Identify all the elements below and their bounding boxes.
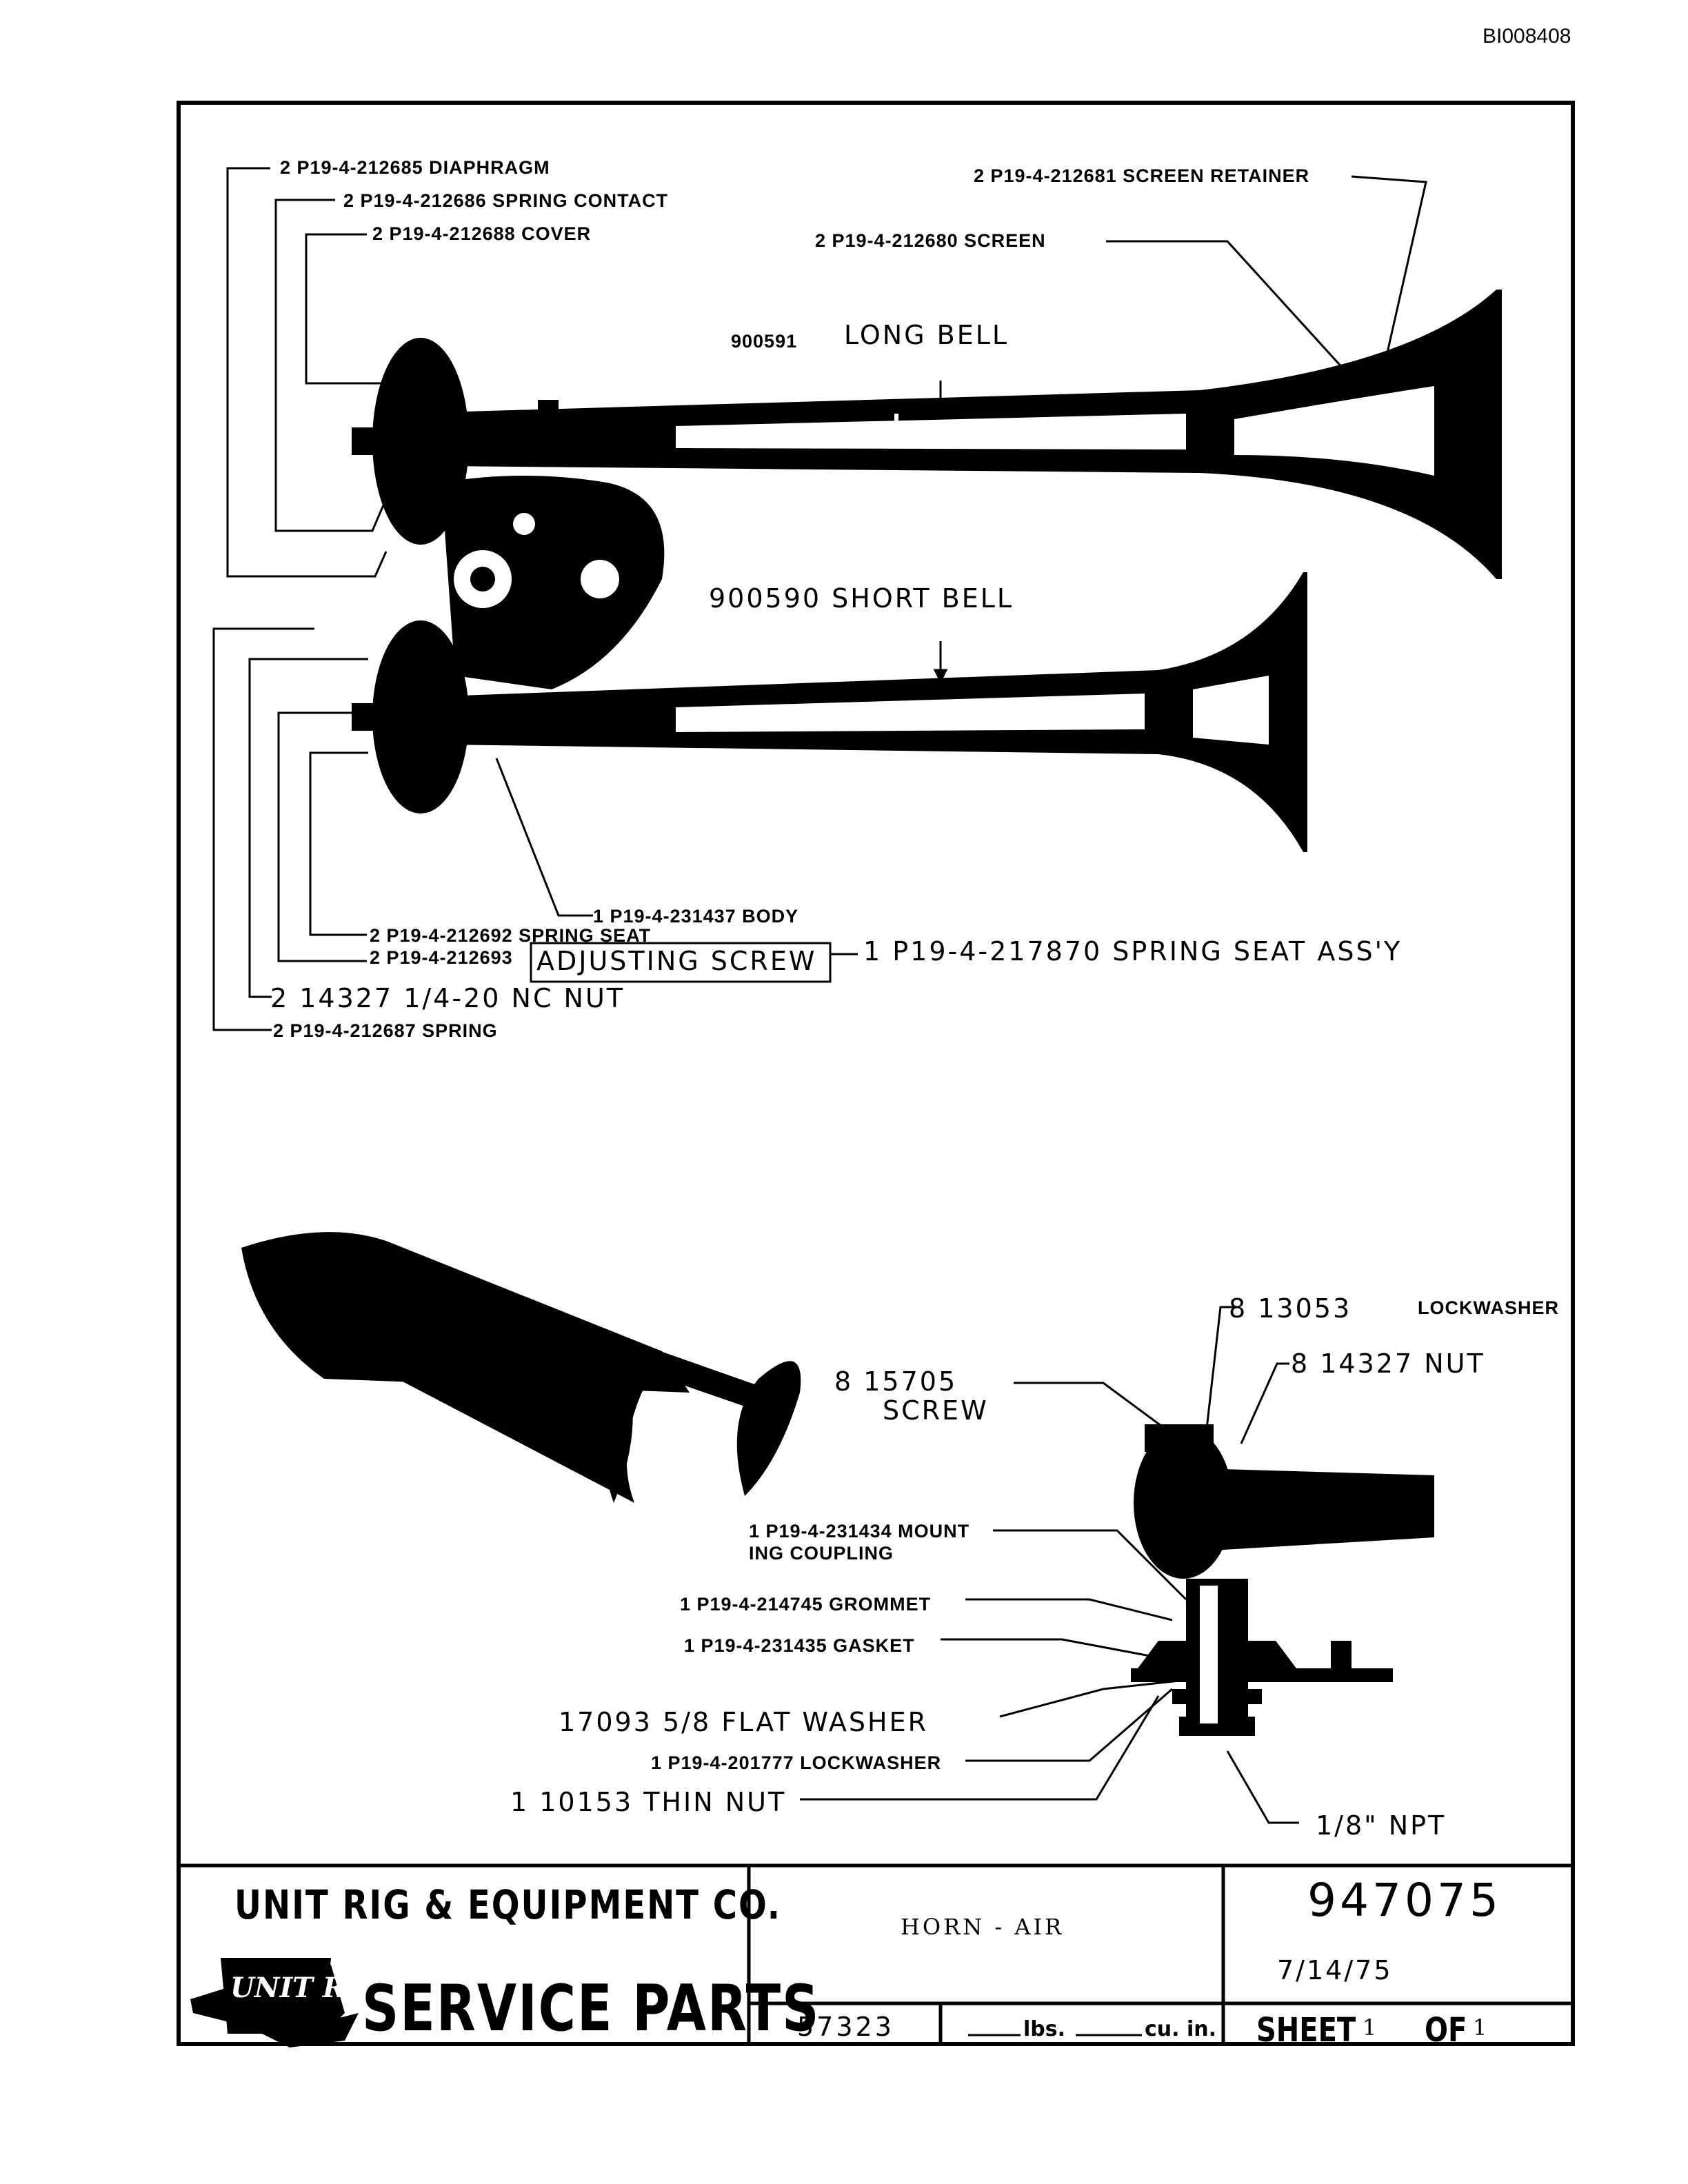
- title-block-lines: [177, 1863, 1575, 2046]
- leader-lines: [212, 167, 1427, 1031]
- callout-lockwasher-2: 1 P19-4-201777 LOCKWASHER: [651, 1752, 942, 1773]
- service-parts-title: SERVICE PARTS: [362, 1972, 821, 2046]
- callout-adjusting-screw: ADJUSTING SCREW: [536, 946, 817, 976]
- callout-screw-number: 8 15705: [834, 1366, 958, 1397]
- callout-nc-nut: 2 14327 1/4-20 NC NUT: [270, 983, 625, 1013]
- callout-grommet: 1 P19-4-214745 GROMMET: [680, 1594, 932, 1615]
- mounting-leaders: [800, 1306, 1299, 1824]
- callout-screen-retainer: 2 P19-4-212681 SCREEN RETAINER: [974, 165, 1310, 186]
- callout-short-bell: 900590 SHORT BELL: [709, 583, 1014, 614]
- lbs-label: lbs.: [1023, 2017, 1066, 2041]
- callout-nut: 8 14327 NUT: [1291, 1348, 1485, 1379]
- callout-mounting-coupling-line2: ING COUPLING: [749, 1543, 894, 1564]
- callout-adjusting-screw-number: 2 P19-4-212693: [370, 947, 513, 968]
- short-bell: [441, 572, 1307, 852]
- drawing-date: 7/14/75: [1277, 1955, 1393, 1985]
- callout-long-bell: LONG BELL: [844, 320, 1009, 350]
- callout-cover: 2 P19-4-212688 COVER: [372, 223, 592, 244]
- callout-lockwasher: LOCKWASHER: [1418, 1297, 1559, 1318]
- callout-spring: 2 P19-4-212687 SPRING: [273, 1020, 498, 1041]
- callout-thin-nut: 1 10153 THIN NUT: [510, 1787, 787, 1817]
- callout-screw: SCREW: [883, 1395, 989, 1426]
- perspective-horn: [241, 1232, 801, 1503]
- document-id: BI008408: [1483, 25, 1571, 48]
- callout-flat-washer: 17093 5/8 FLAT WASHER: [559, 1707, 929, 1737]
- sheet-label: SHEET: [1256, 2012, 1356, 2050]
- drawing-number: 947075: [1307, 1874, 1502, 1927]
- cu-in-label: cu. in.: [1145, 2017, 1217, 2041]
- logo-text: UNIT RIG: [230, 1972, 382, 2004]
- callout-screen: 2 P19-4-212680 SCREEN: [815, 230, 1046, 251]
- callout-npt: 1/8" NPT: [1316, 1810, 1447, 1841]
- callout-body: 1 P19-4-231437 BODY: [593, 906, 799, 927]
- long-bell: [441, 290, 1502, 579]
- callout-diaphragm: 2 P19-4-212685 DIAPHRAGM: [280, 157, 550, 178]
- sheet-total: 1: [1473, 2014, 1487, 2041]
- company-name: UNIT RIG & EQUIPMENT CO.: [234, 1882, 781, 1929]
- callout-lockwasher-number: 8 13053: [1229, 1293, 1352, 1324]
- unit-rig-logo: [190, 1958, 359, 2048]
- sheet-number: 1: [1363, 2014, 1377, 2041]
- drawing-frame: [177, 101, 1575, 2046]
- mounting-detail: [1131, 1424, 1434, 1736]
- weight-reference: 57323: [797, 2012, 894, 2042]
- horn-heads: [352, 338, 665, 813]
- callout-mounting-coupling-line1: 1 P19-4-231434 MOUNT: [749, 1521, 970, 1541]
- callout-spring-seat-assy: 1 P19-4-217870 SPRING SEAT ASS'Y: [863, 936, 1403, 967]
- drawing-title: HORN - AIR: [901, 1914, 1065, 1940]
- callout-spring-contact: 2 P19-4-212686 SPRING CONTACT: [343, 190, 669, 211]
- callout-long-bell-number: 900591: [731, 331, 798, 352]
- callout-gasket: 1 P19-4-231435 GASKET: [684, 1635, 915, 1656]
- of-label: OF: [1425, 2012, 1467, 2050]
- callout-spring-seat: 2 P19-4-212692 SPRING SEAT: [370, 925, 652, 946]
